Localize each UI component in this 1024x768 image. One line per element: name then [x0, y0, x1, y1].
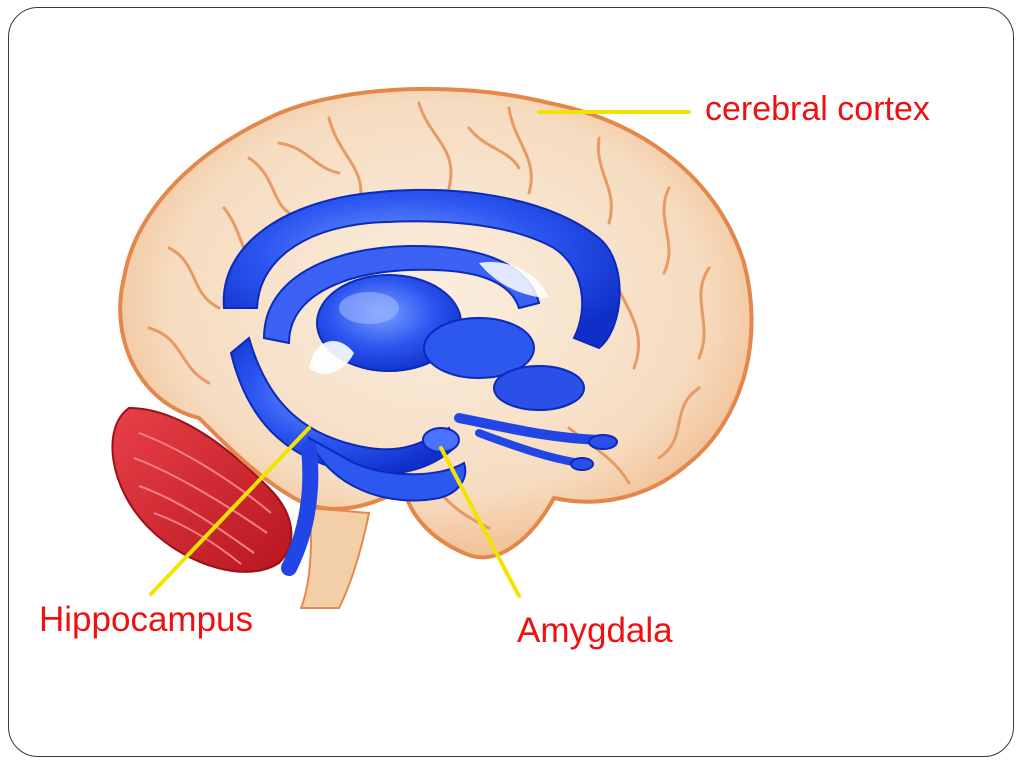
brain-diagram [111, 86, 754, 609]
brain-stem [299, 506, 371, 609]
slide: cerebral cortex Hippocampus Amygdala [8, 7, 1014, 757]
hippocampus-leader-line [149, 426, 311, 596]
label-cerebral-cortex: cerebral cortex [705, 90, 930, 128]
leader-lines [149, 110, 691, 598]
amygdala-leader-line [439, 446, 521, 598]
label-amygdala: Amygdala [517, 611, 673, 650]
limbic-system [222, 189, 621, 576]
cerebellum [111, 406, 293, 573]
label-hippocampus: Hippocampus [39, 600, 253, 639]
